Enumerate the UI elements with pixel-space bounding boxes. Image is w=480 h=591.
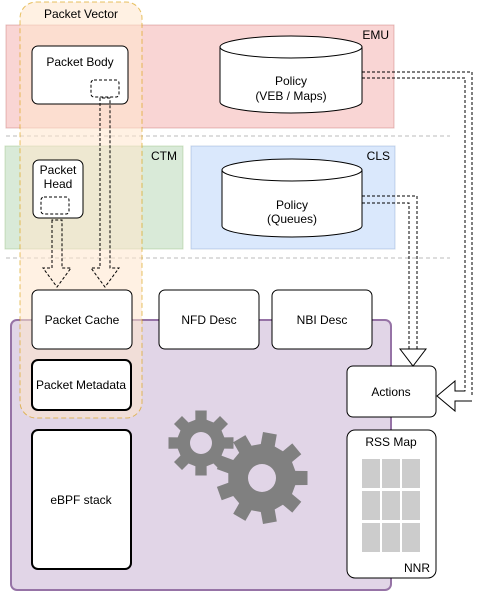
rss-map-cell [402,523,420,552]
policy-queues-label-line2: (Queues) [267,212,317,226]
ebpf-stack-label: eBPF stack [50,493,112,507]
veb-to-actions-connector-inner [362,77,466,396]
packet-vector-label: Packet Vector [44,7,118,21]
rss-map-cell [382,459,400,488]
packet-body-slot [90,79,120,98]
large-gear-icon [216,432,308,524]
head-to-cache-arrow [42,219,72,288]
rss-map-cell [362,491,380,520]
emu-label: EMU [362,28,389,42]
cls-label: CLS [367,149,390,163]
ctm-label: CTM [151,149,177,163]
packet-cache-label: Packet Cache [45,313,120,327]
packet-metadata-label: Packet Metadata [36,378,126,392]
veb-to-actions-connector [362,71,473,396]
nfd-desc-box [158,289,260,350]
policy-queues-label-line1: Policy [276,198,308,212]
packet-head-slot [40,196,70,215]
rss-map-cell [382,491,400,520]
rss-map-cell [402,459,420,488]
rss-map-cell [402,491,420,520]
nfd-desc-label: NFD Desc [181,313,236,327]
policy-veb-label-line1: Policy [275,74,307,88]
policy-queues-cylinder [221,158,363,238]
nnr-label: NNR [404,561,430,575]
nbi-desc-label: NBI Desc [297,313,348,327]
packet-body-label: Packet Body [46,55,113,69]
packet-head-label-line1: Packet [40,163,77,177]
policy-veb-label-line2: (VEB / Maps) [255,89,326,103]
actions-label: Actions [371,385,410,399]
queues-to-actions-arrowhead [398,348,428,367]
policy-veb-cylinder [219,35,363,114]
rss-map-label: RSS Map [365,435,417,449]
actions-box [346,365,437,418]
queues-to-actions-connector [362,195,418,349]
rss-map-cell [382,523,400,552]
rss-map-cell [362,459,380,488]
ebpf-stack-box [31,429,132,570]
packet-cache-box [31,289,133,350]
rss-map-cell [362,523,380,552]
packet-head-label-line2: Head [44,177,73,191]
small-gear-icon [168,410,234,476]
body-to-cache-arrow [90,97,120,288]
nbi-desc-box [271,289,373,350]
veb-to-actions-arrowhead [436,379,472,413]
rss-map-grid [362,459,420,552]
queues-to-actions-connector-inner [362,202,410,349]
packet-metadata-box [31,359,132,411]
